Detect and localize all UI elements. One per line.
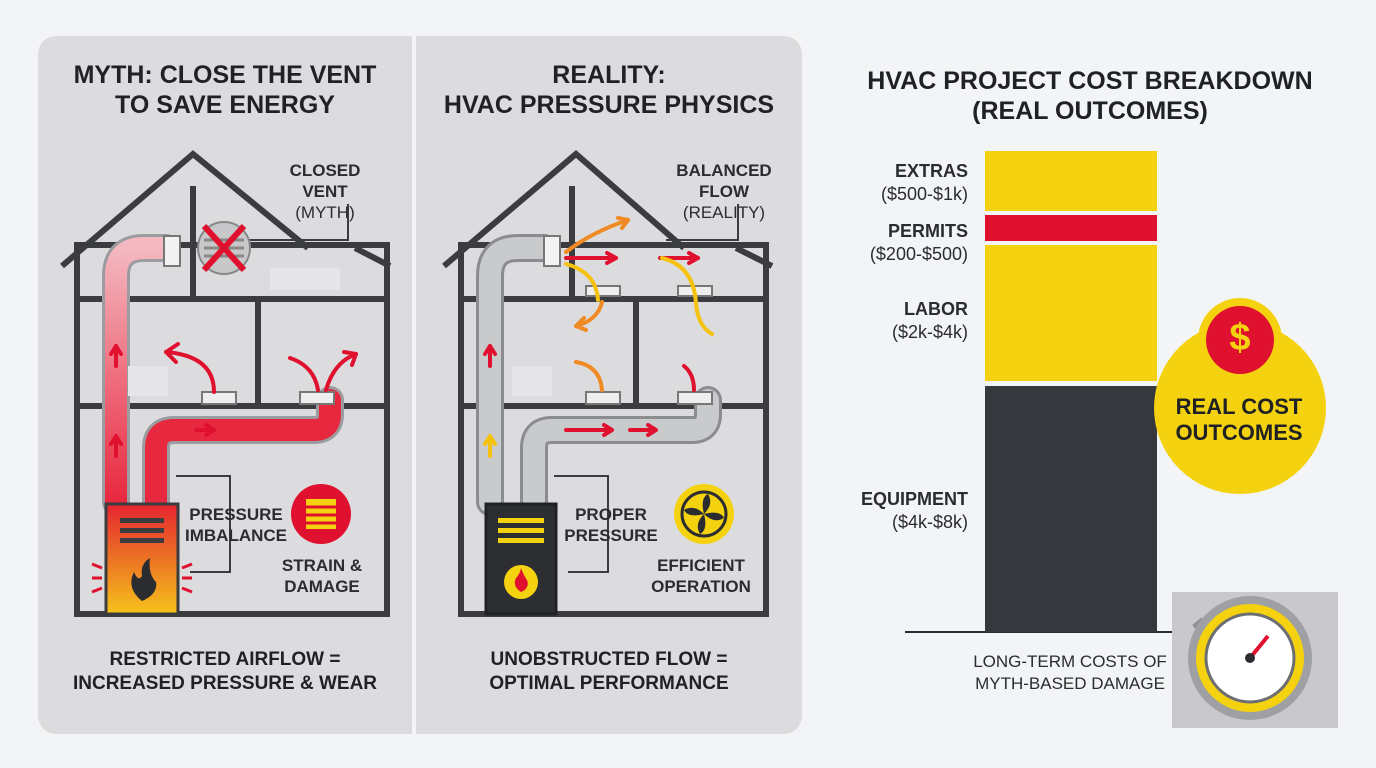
permits-range: ($200-$500) bbox=[869, 244, 968, 264]
reality-title: REALITY: HVAC PRESSURE PHYSICS bbox=[416, 60, 802, 120]
reality-title-line1: REALITY: bbox=[552, 61, 666, 89]
extras-range: ($500-$1k) bbox=[880, 184, 968, 204]
balanced-flow-pointer bbox=[666, 204, 739, 241]
label-equipment: EQUIPMENT ($4k-$8k) bbox=[861, 488, 968, 534]
balanced-flow-label: BALANCED FLOW (REALITY) bbox=[654, 160, 794, 223]
reality-panel: REALITY: HVAC PRESSURE PHYSICS bbox=[416, 36, 802, 734]
long-term-line1: LONG-TERM COSTS OF bbox=[973, 652, 1167, 671]
myth-title-line2: TO SAVE ENERGY bbox=[115, 91, 335, 119]
myth-ductwork bbox=[102, 234, 344, 520]
stopwatch-icon bbox=[1172, 592, 1338, 728]
labor-name: LABOR bbox=[904, 299, 968, 319]
proper-pressure-label: PROPER PRESSURE bbox=[556, 504, 666, 546]
reality-airflow-arrows bbox=[483, 216, 714, 458]
pressure-label-line1: PRESSURE bbox=[189, 505, 283, 524]
strain-label-line2: DAMAGE bbox=[284, 577, 360, 596]
long-term-costs-label: LONG-TERM COSTS OF MYTH-BASED DAMAGE bbox=[940, 651, 1200, 695]
myth-airflow-arrows bbox=[109, 342, 358, 458]
efficient-operation-label: EFFICIENT OPERATION bbox=[646, 555, 756, 597]
equipment-range: ($4k-$8k) bbox=[891, 512, 968, 532]
house-outline bbox=[442, 150, 774, 617]
closed-vent-sub: (MYTH) bbox=[295, 203, 355, 222]
segment-permits bbox=[985, 215, 1157, 241]
reality-ductwork bbox=[476, 234, 722, 520]
sofa-shape bbox=[128, 366, 168, 396]
vent-right bbox=[677, 391, 713, 405]
supply-vent bbox=[163, 235, 181, 267]
proper-label-line2: PRESSURE bbox=[564, 526, 658, 545]
cost-breakdown-title: HVAC PROJECT COST BREAKDOWN (REAL OUTCOM… bbox=[860, 66, 1320, 126]
vent-middle bbox=[201, 391, 237, 405]
closed-vent-icon bbox=[197, 221, 251, 275]
myth-title-line1: MYTH: CLOSE THE VENT bbox=[73, 61, 377, 89]
label-permits: PERMITS ($200-$500) bbox=[870, 220, 968, 266]
long-term-line2: MYTH-BASED DAMAGE bbox=[975, 674, 1165, 693]
extras-name: EXTRAS bbox=[894, 161, 968, 181]
efficient-fan-icon bbox=[674, 484, 734, 544]
closed-vent-pointer bbox=[238, 204, 349, 241]
cost-title-line1: HVAC PROJECT COST BREAKDOWN bbox=[867, 67, 1313, 95]
real-cost-line2: OUTCOMES bbox=[1175, 420, 1303, 445]
pressure-label-line2: IMBALANCE bbox=[185, 526, 287, 545]
bed-shape bbox=[270, 268, 340, 290]
reality-caption: UNOBSTRUCTED FLOW = OPTIMAL PERFORMANCE bbox=[416, 648, 802, 696]
vent-right bbox=[299, 391, 335, 405]
dollar-icon bbox=[1206, 306, 1274, 374]
myth-furnace bbox=[91, 502, 193, 616]
label-extras: EXTRAS ($500-$1k) bbox=[881, 160, 968, 206]
vent-middle bbox=[585, 391, 621, 405]
pressure-pointer bbox=[176, 475, 231, 573]
closed-vent-label: CLOSED VENT (MYTH) bbox=[270, 160, 380, 223]
reality-house-diagram bbox=[442, 150, 774, 617]
real-cost-outcomes-label: REAL COST OUTCOMES bbox=[1164, 394, 1314, 446]
reality-furnace bbox=[484, 502, 558, 616]
equipment-name: EQUIPMENT bbox=[860, 489, 968, 509]
myth-caption-line2: INCREASED PRESSURE & WEAR bbox=[72, 673, 378, 694]
myth-title: MYTH: CLOSE THE VENT TO SAVE ENERGY bbox=[38, 60, 412, 120]
balanced-flow-sub: (REALITY) bbox=[682, 203, 766, 222]
vent-upper-left bbox=[585, 285, 621, 297]
sofa-shape bbox=[512, 366, 552, 396]
efficient-label-line1: EFFICIENT bbox=[657, 556, 745, 575]
proper-label-line1: PROPER bbox=[575, 505, 647, 524]
strain-damage-icon bbox=[291, 484, 351, 544]
permits-name: PERMITS bbox=[887, 221, 968, 241]
efficient-label-line2: OPERATION bbox=[651, 577, 751, 596]
strain-label-line1: STRAIN & bbox=[281, 556, 363, 575]
segment-equipment bbox=[985, 386, 1157, 632]
closed-vent-label-text: CLOSED VENT bbox=[289, 161, 361, 201]
reality-caption-line2: OPTIMAL PERFORMANCE bbox=[489, 673, 729, 694]
real-cost-badge bbox=[1154, 298, 1326, 494]
strain-damage-label: STRAIN & DAMAGE bbox=[274, 555, 370, 597]
segment-labor bbox=[985, 245, 1157, 381]
label-labor: LABOR ($2k-$4k) bbox=[892, 298, 968, 344]
supply-vent bbox=[543, 235, 561, 267]
myth-house-diagram bbox=[60, 150, 392, 617]
myth-panel: MYTH: CLOSE THE VENT TO SAVE ENERGY bbox=[38, 36, 412, 734]
balanced-flow-label-text: BALANCED FLOW bbox=[676, 161, 772, 201]
real-cost-line1: REAL COST bbox=[1175, 394, 1303, 419]
reality-caption-line1: UNOBSTRUCTED FLOW = bbox=[490, 649, 728, 670]
reality-title-line2: HVAC PRESSURE PHYSICS bbox=[443, 91, 775, 119]
pressure-imbalance-label: PRESSURE IMBALANCE bbox=[178, 504, 294, 546]
proper-pressure-pointer bbox=[554, 475, 609, 573]
segment-extras bbox=[985, 151, 1157, 211]
myth-caption: RESTRICTED AIRFLOW = INCREASED PRESSURE … bbox=[38, 648, 412, 696]
dollar-symbol: $ bbox=[1229, 317, 1251, 359]
labor-range: ($2k-$4k) bbox=[891, 322, 968, 342]
cost-title-line2: (REAL OUTCOMES) bbox=[972, 97, 1208, 125]
myth-caption-line1: RESTRICTED AIRFLOW = bbox=[109, 649, 341, 670]
